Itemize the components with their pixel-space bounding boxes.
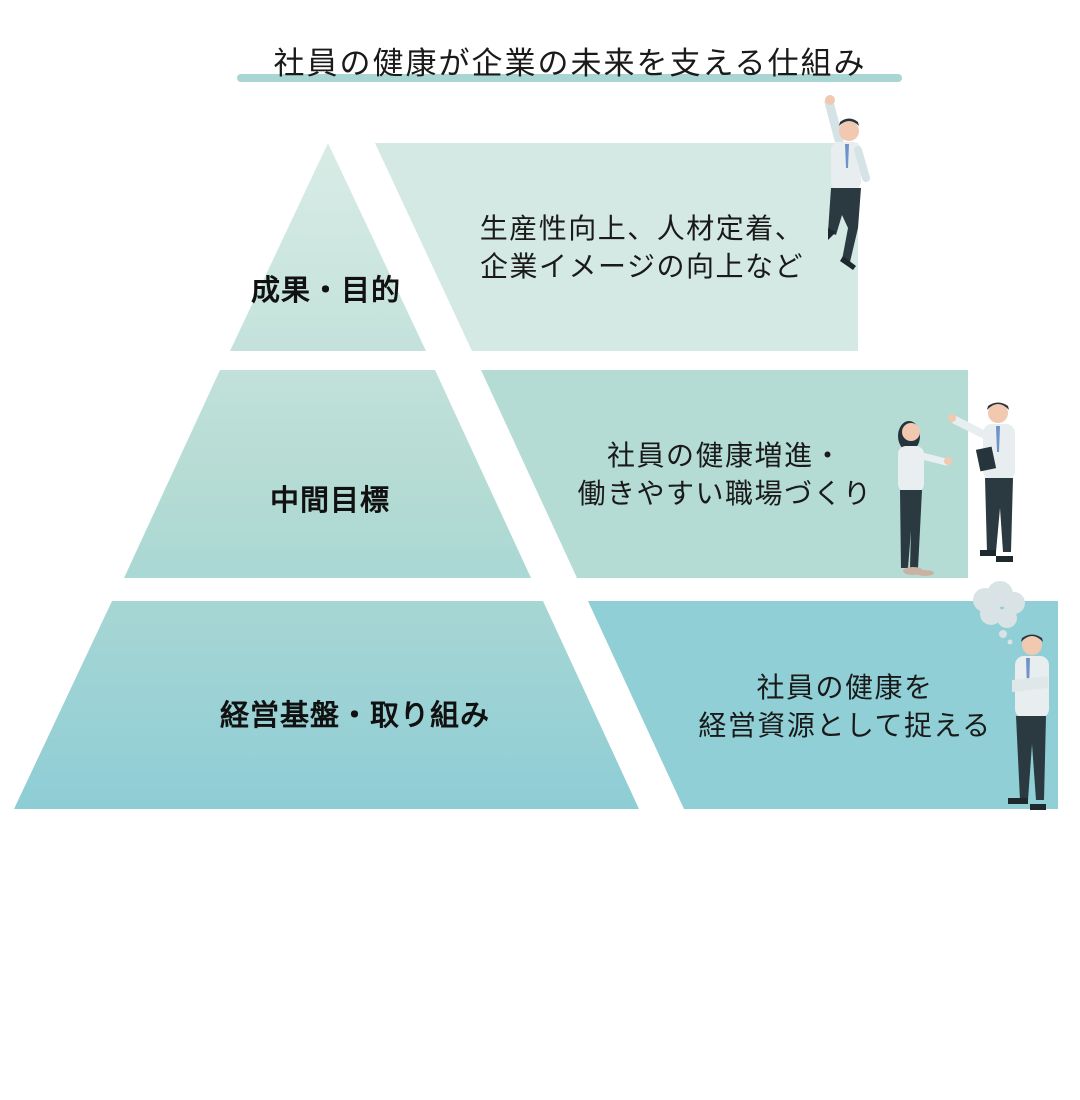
tier-description-top-line-2: 企業イメージの向上など bbox=[480, 250, 804, 283]
pyramid-tier-top bbox=[230, 143, 426, 351]
tier-description-bottom-line-1: 社員の健康を bbox=[756, 671, 934, 704]
tier-description-top-line-1: 生産性向上、人材定着、 bbox=[479, 212, 805, 245]
pyramid-tier-middle bbox=[124, 370, 531, 578]
tier-description-bottom-line-2: 経営資源として捉える bbox=[698, 709, 992, 742]
tier-label-middle: 中間目標 bbox=[269, 483, 390, 517]
thought-bubble-icon bbox=[973, 581, 1025, 645]
businessman-thinking-icon bbox=[1008, 634, 1049, 810]
businessman-cheering-icon bbox=[824, 95, 870, 270]
title-underline bbox=[237, 74, 902, 82]
pyramid-tier-bottom bbox=[14, 601, 639, 809]
tier-description-middle-line-2: 働きやすい職場づくり bbox=[577, 477, 873, 510]
description-panel-top bbox=[375, 143, 858, 351]
businessman-clipboard-icon bbox=[948, 402, 1015, 562]
businesswoman-presenting-icon bbox=[898, 421, 952, 576]
description-panel-middle bbox=[481, 370, 968, 578]
tier-description-bottom: 社員の健康を 経営資源として捉える bbox=[665, 669, 1025, 745]
tier-description-middle: 社員の健康増進・ 働きやすい職場づくり bbox=[545, 437, 905, 513]
page-title: 社員の健康が企業の未来を支える仕組み bbox=[273, 46, 867, 82]
description-panel-bottom bbox=[588, 601, 1058, 809]
tier-label-bottom: 経営基盤・取り組み bbox=[219, 698, 490, 732]
tier-label-top: 成果・目的 bbox=[250, 273, 401, 307]
tier-description-middle-line-1: 社員の健康増進・ bbox=[606, 439, 843, 472]
tier-description-top: 生産性向上、人材定着、 企業イメージの向上など bbox=[452, 210, 832, 286]
